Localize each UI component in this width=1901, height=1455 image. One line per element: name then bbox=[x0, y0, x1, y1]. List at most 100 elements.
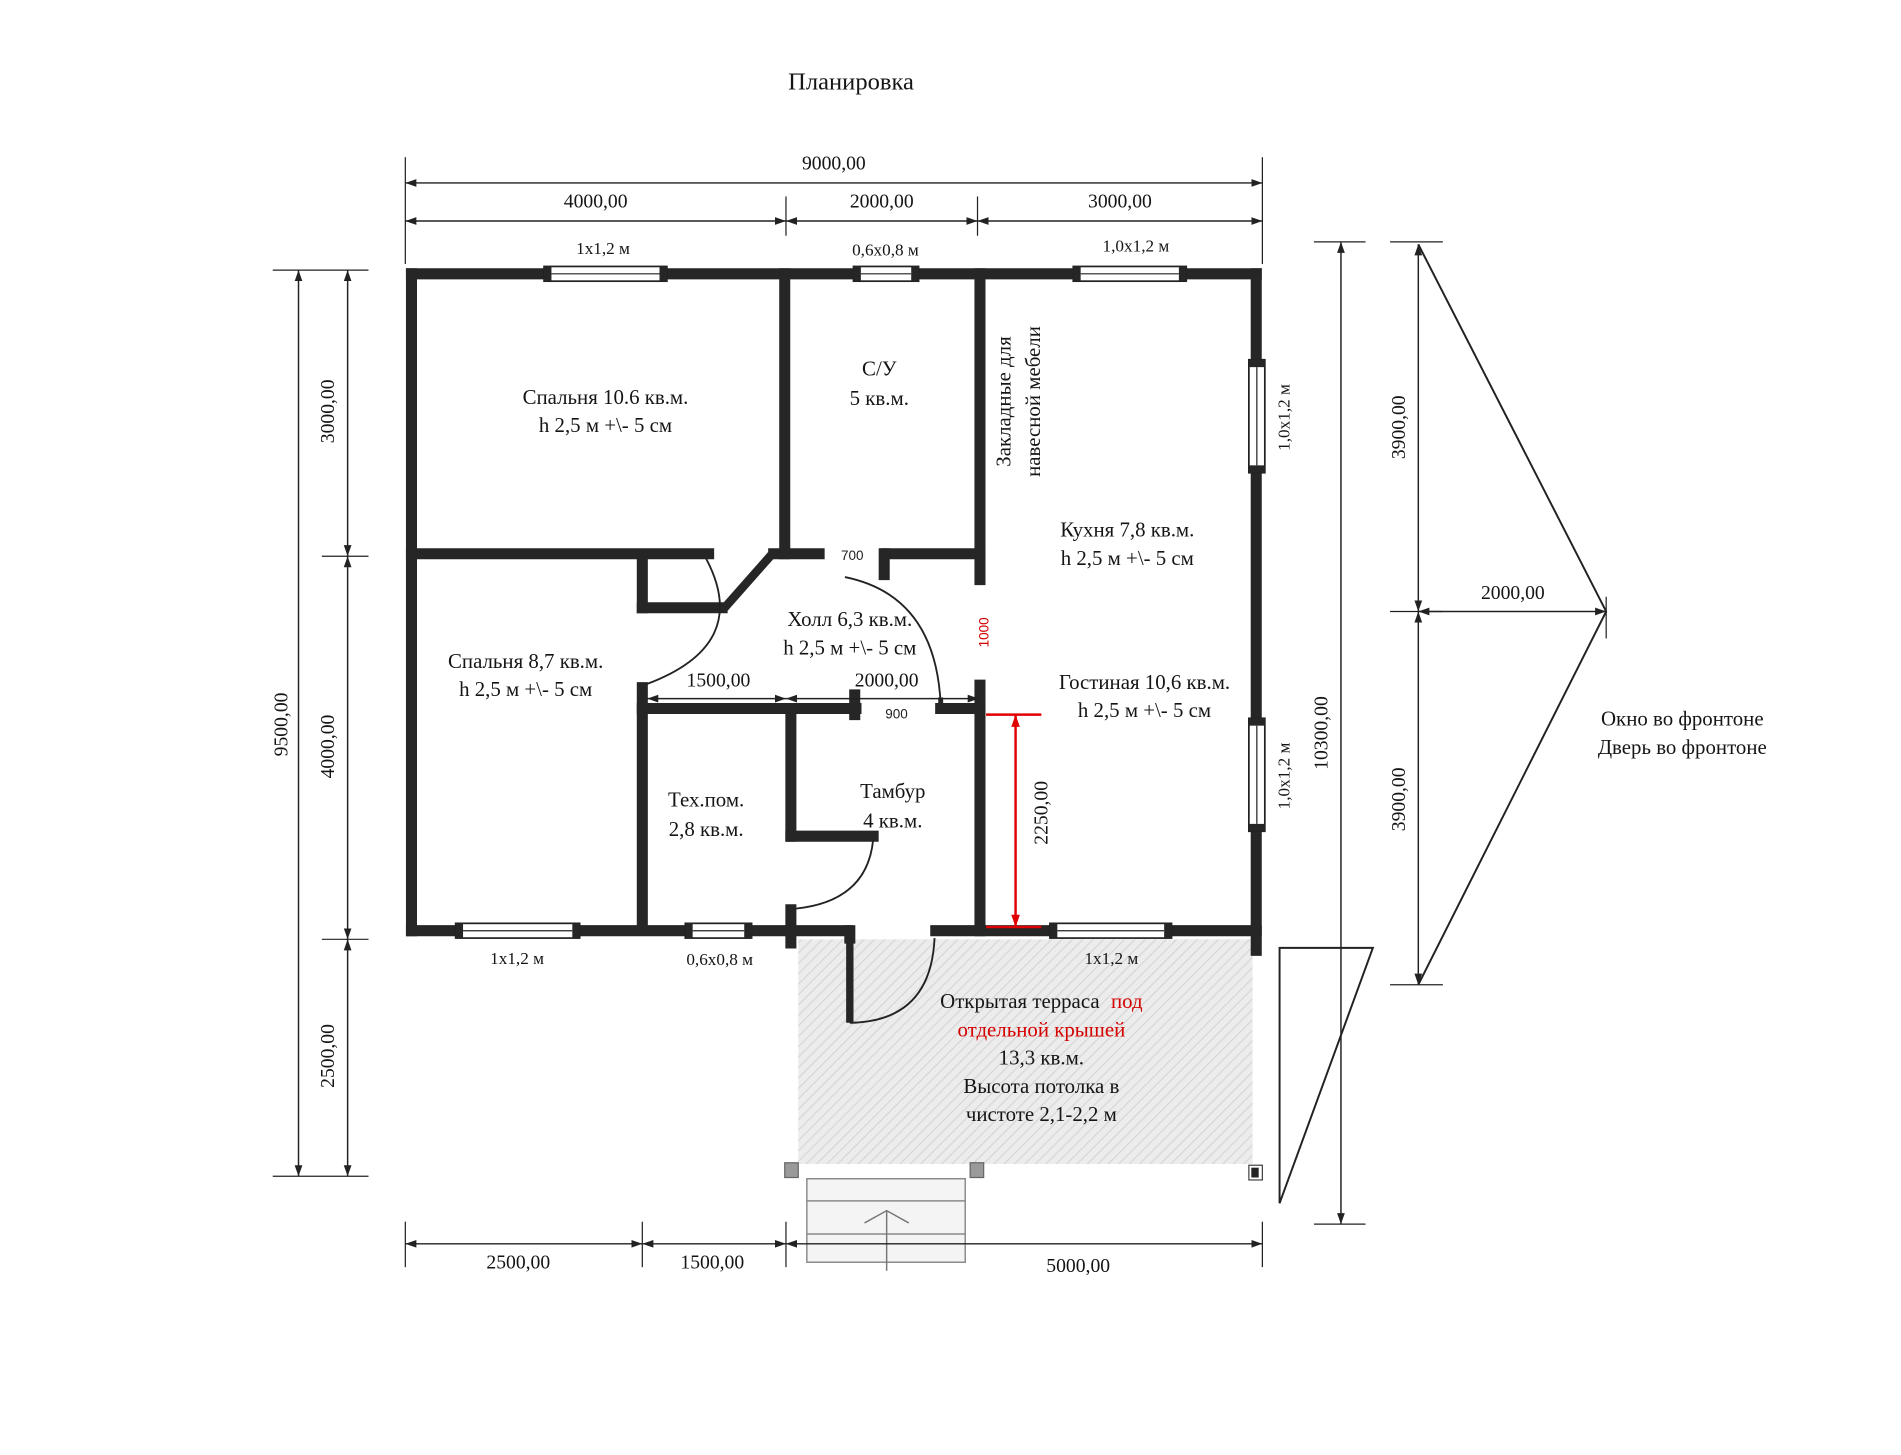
bathroom-door-width-label: 700 bbox=[841, 548, 864, 563]
window-jamb bbox=[1248, 823, 1265, 832]
furniture-note-line-1: Закладные для bbox=[992, 336, 1016, 467]
terrace-area-label: 13,3 кв.м. bbox=[999, 1046, 1084, 1070]
window-bottom-1-label: 1х1,2 м bbox=[490, 949, 544, 968]
terrace-label-line-2: отдельной крышей bbox=[957, 1017, 1125, 1041]
terrace-door-swing bbox=[849, 938, 936, 1024]
terrace-ceiling-line-2: чистоте 2,1-2,2 м bbox=[966, 1102, 1117, 1126]
window-jamb bbox=[1049, 923, 1058, 939]
top-seg-2-label: 2000,00 bbox=[850, 191, 914, 213]
window-jamb bbox=[1248, 359, 1265, 368]
terrace-post-right-core bbox=[1251, 1167, 1259, 1178]
steps-arrow-head bbox=[864, 1209, 910, 1224]
plan-title: Планировка bbox=[788, 69, 914, 96]
window-right-1 bbox=[1248, 358, 1266, 474]
room-tech-name: Тех.пом. bbox=[668, 788, 744, 812]
tambur-door-swing bbox=[795, 839, 875, 910]
window-bottom-3-label: 1х1,2 м bbox=[1084, 949, 1138, 968]
room-kitchen-height: h 2,5 м +\- 5 см bbox=[1061, 546, 1194, 570]
bottom-seg-2-label: 1500,00 bbox=[680, 1251, 744, 1273]
room-bedroom-1-height: h 2,5 м +\- 5 см bbox=[539, 413, 672, 437]
terrace-label-text: Открытая терраса bbox=[940, 989, 1099, 1013]
room-tech-area: 2,8 кв.м. bbox=[669, 817, 744, 841]
bedroom2-door-swing bbox=[646, 558, 721, 685]
window-right-2 bbox=[1248, 717, 1266, 833]
bottom-seg-3-label: 5000,00 bbox=[1046, 1255, 1110, 1277]
left-total-label: 9500,00 bbox=[270, 692, 292, 756]
bathroom-door-leaf bbox=[721, 552, 775, 611]
window-bottom-2-label: 0,6х0,8 м bbox=[686, 950, 753, 969]
room-bedroom-1-name: Спальня 10.6 кв.м. bbox=[523, 385, 689, 409]
left-seg-2-label: 4000,00 bbox=[317, 714, 339, 778]
window-jamb bbox=[1164, 923, 1172, 939]
gable-width-label: 2000,00 bbox=[1481, 582, 1545, 604]
kitchen-opening-width-label: 1000 bbox=[977, 617, 992, 647]
furniture-note-line-2: навесной мебели bbox=[1021, 326, 1045, 477]
right-total-label: 10300,00 bbox=[1310, 696, 1332, 770]
window-top-1-label: 1х1,2 м bbox=[576, 239, 630, 258]
room-living-name: Гостиная 10,6 кв.м. bbox=[1059, 670, 1230, 694]
bottom-seg-1-label: 2500,00 bbox=[486, 1251, 550, 1273]
window-jamb bbox=[659, 266, 667, 282]
living-height-label: 2250,00 bbox=[1031, 781, 1053, 845]
hall-door-swing bbox=[844, 576, 942, 705]
top-seg-3-label: 3000,00 bbox=[1088, 191, 1152, 213]
window-bottom-2 bbox=[684, 922, 753, 939]
gable-note-window: Окно во фронтоне bbox=[1601, 707, 1764, 731]
room-kitchen-name: Кухня 7,8 кв.м. bbox=[1060, 518, 1194, 542]
doors bbox=[646, 552, 944, 1024]
window-jamb bbox=[744, 923, 752, 939]
room-tambur-name: Тамбур bbox=[860, 779, 925, 803]
left-seg-3-label: 2500,00 bbox=[317, 1024, 339, 1088]
window-right-1-label: 1,0х1,2 м bbox=[1274, 384, 1293, 451]
window-right-2-label: 1,0х1,2 м bbox=[1274, 743, 1293, 810]
top-seg-1-label: 4000,00 bbox=[564, 191, 628, 213]
window-jamb bbox=[1248, 465, 1265, 473]
bottom-dimensions: 2500,00 1500,00 5000,00 bbox=[404, 1221, 1263, 1277]
room-hall-height: h 2,5 м +\- 5 см bbox=[783, 635, 916, 659]
gable-height-1-label: 3900,00 bbox=[1388, 395, 1410, 459]
left-dimensions: 9500,00 3000,00 4000,00 2500,00 bbox=[270, 269, 369, 1177]
room-bedroom-2-name: Спальня 8,7 кв.м. bbox=[448, 649, 603, 673]
room-living-height: h 2,5 м +\- 5 см bbox=[1078, 698, 1211, 722]
terrace-post-middle bbox=[969, 1162, 985, 1179]
terrace: Открытая терраса под отдельной крышей 13… bbox=[784, 939, 1263, 1271]
window-jamb bbox=[853, 266, 861, 282]
window-top-1 bbox=[543, 265, 668, 283]
window-top-3-label: 1,0х1,2 м bbox=[1103, 237, 1170, 256]
gable-height-2-label: 3900,00 bbox=[1388, 767, 1410, 831]
window-top-2 bbox=[852, 265, 920, 283]
window-jamb bbox=[544, 266, 552, 282]
room-labels: Спальня 10.6 кв.м. h 2,5 м +\- 5 см С/У … bbox=[448, 326, 1230, 841]
terrace-label-line-1: Открытая терраса под bbox=[940, 989, 1143, 1013]
hall-seg-1-label: 1500,00 bbox=[687, 669, 751, 691]
terrace-post-left bbox=[784, 1162, 799, 1179]
gable-section: 3900,00 3900,00 2000,00 Окно во фронтоне… bbox=[1278, 241, 1767, 1204]
gable-outline bbox=[1417, 243, 1608, 986]
hall-door-width-label: 900 bbox=[885, 706, 908, 721]
window-top-3 bbox=[1072, 265, 1188, 283]
windows: 1х1,2 м 0,6х0,8 м 1,0х1,2 м 1х1,2 м 0,6х… bbox=[454, 237, 1293, 969]
terrace-label-accent: под bbox=[1111, 989, 1143, 1013]
right-dimensions: 10300,00 bbox=[1310, 241, 1366, 1225]
gable-side-triangle bbox=[1278, 946, 1375, 1204]
window-bottom-3 bbox=[1049, 922, 1173, 939]
room-bedroom-2-height: h 2,5 м +\- 5 см bbox=[459, 677, 592, 701]
window-jamb bbox=[455, 923, 464, 939]
room-tambur-area: 4 кв.м. bbox=[863, 809, 922, 833]
window-jamb bbox=[1073, 266, 1081, 282]
room-bathroom-name: С/У bbox=[862, 357, 897, 381]
window-top-2-label: 0,6х0,8 м bbox=[852, 240, 919, 259]
room-hall-name: Холл 6,3 кв.м. bbox=[787, 607, 912, 631]
top-dimensions: 9000,00 4000,00 2000,00 3000,00 bbox=[404, 152, 1263, 264]
terrace-area bbox=[798, 939, 1253, 1164]
window-jamb bbox=[1248, 718, 1265, 726]
window-jamb bbox=[572, 923, 580, 939]
left-seg-1-label: 3000,00 bbox=[317, 379, 339, 443]
window-jamb bbox=[911, 266, 919, 282]
window-jamb bbox=[685, 923, 693, 939]
hall-seg-2-label: 2000,00 bbox=[855, 669, 919, 691]
window-jamb bbox=[1178, 266, 1187, 282]
room-bathroom-area: 5 кв.м. bbox=[850, 386, 909, 410]
gable-note-door: Дверь во фронтоне bbox=[1598, 735, 1767, 759]
top-total-dim-label: 9000,00 bbox=[802, 152, 866, 174]
